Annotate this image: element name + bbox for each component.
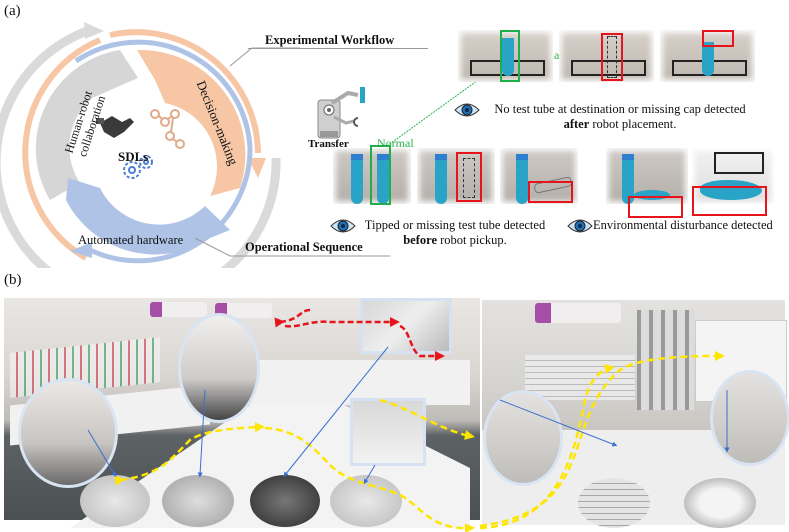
caption-after-rest: robot placement.	[589, 117, 677, 131]
normal-box-top	[500, 30, 520, 82]
gears-icon	[123, 155, 153, 179]
caption-before-bold: before	[403, 233, 437, 247]
tube-1	[622, 154, 634, 204]
operational-sequence-label: Operational Sequence	[245, 240, 363, 254]
area-sign-1	[150, 302, 207, 317]
photo-spill-floor	[692, 148, 774, 204]
inset-photo-gripper	[360, 298, 452, 354]
outer-gray-arrowhead	[84, 22, 104, 39]
panel-b-label: (b)	[4, 272, 22, 288]
tube-1	[351, 154, 363, 204]
caption-after-line2: after robot placement.	[470, 117, 770, 132]
pointer-line-3	[283, 346, 389, 477]
pointer-line-5	[499, 399, 618, 447]
empty-rack	[714, 152, 764, 174]
caption-before-line2: before robot pickup.	[345, 233, 565, 248]
spill	[700, 180, 762, 200]
anomaly-box-missing-tube	[601, 33, 623, 81]
detail-sample-plate	[684, 478, 756, 528]
segment-human-robot	[35, 50, 138, 200]
network-nodes-icon	[150, 109, 185, 149]
caption-after-bold: after	[563, 117, 590, 131]
panel-a-label: (a)	[4, 3, 21, 19]
missing-tube-outline-2	[463, 158, 475, 198]
workflow-underline	[248, 48, 428, 49]
missing-tube-outline	[607, 36, 617, 78]
anomaly-box-missing-cap	[702, 30, 734, 47]
anomaly-box-spill-1	[628, 196, 683, 218]
yellow-path-right-2	[479, 351, 725, 528]
area-sign-3	[535, 303, 621, 323]
handshake-icon	[96, 116, 134, 138]
orange-ring-arrowhead	[248, 158, 266, 178]
operational-leader-line	[194, 237, 390, 257]
yellow-path-right-1	[479, 364, 615, 530]
caption-environmental: Environmental disturbance detected	[593, 218, 773, 232]
caption-before-pickup: Tipped or missing test tube detected bef…	[345, 218, 565, 248]
sdls-center-label: SDLs	[118, 149, 149, 164]
inset-photo-balance	[350, 398, 426, 466]
photo-normal-pickup	[333, 148, 411, 204]
experimental-workflow-label: Experimental Workflow	[265, 33, 395, 47]
reactor-station	[637, 310, 694, 410]
leader-line-workflow	[229, 47, 300, 67]
spill	[634, 190, 670, 200]
eye-camera-icon	[454, 103, 480, 117]
yellow-path-center	[264, 426, 475, 532]
segment-decision-making	[137, 49, 246, 196]
photo-missing-tube	[559, 30, 654, 82]
photo-spill-near-rack	[606, 148, 688, 204]
blue-ring	[74, 39, 253, 264]
photo-normal-placement	[458, 30, 553, 82]
photo-missing-cap	[660, 30, 755, 82]
tube-2	[377, 154, 389, 204]
robot-path-overlay	[87, 308, 730, 532]
pointer-line-4	[363, 464, 376, 485]
red-path-1	[274, 308, 311, 328]
caption-after-line1: No test tube at destination or missing c…	[494, 102, 746, 116]
tube-1	[516, 154, 528, 204]
transfer-label: Transfer	[308, 138, 349, 150]
automated-hardware-label: Automated hardware	[78, 233, 184, 247]
red-path-3	[399, 324, 445, 361]
robot-inset-center	[178, 313, 260, 423]
normal-box-bottom	[370, 145, 391, 205]
caption-before-rest: robot pickup.	[437, 233, 507, 247]
caption-before-line1: Tipped or missing test tube detected	[364, 218, 546, 232]
pointer-line-2	[197, 389, 206, 478]
anomaly-box-tipped-tube	[528, 181, 573, 203]
outer-gray-ring	[0, 25, 281, 268]
anomaly-box-spill-2	[692, 186, 767, 216]
eye-camera-icon	[330, 219, 356, 233]
segment-automated-hardware	[66, 178, 230, 255]
detail-tray-shelf	[578, 478, 650, 528]
eye-camera-icon	[567, 219, 593, 233]
tray-shelf	[525, 355, 635, 400]
orange-ring	[22, 29, 261, 261]
yellow-path-left	[114, 422, 265, 486]
tube-1	[435, 154, 447, 204]
tube-liquid	[502, 38, 514, 76]
blue-ring-arrowhead	[70, 242, 92, 258]
red-path-2	[284, 317, 400, 328]
pointer-line-1	[87, 429, 117, 478]
caption-after-placement: No test tube at destination or missing c…	[470, 102, 770, 132]
tube-rack	[571, 60, 646, 76]
sdl-cycle-diagram	[0, 22, 300, 268]
lab-bench-center	[220, 360, 470, 405]
tube-liquid	[702, 42, 714, 76]
yellow-path-station	[379, 398, 475, 440]
robot-inset-right-2	[710, 370, 789, 466]
photo-tipped-tube	[500, 148, 578, 204]
robot-inset-right-1	[483, 390, 563, 486]
transfer-robot-icon	[317, 87, 365, 139]
anomaly-box-missing-before-pickup	[456, 152, 482, 202]
